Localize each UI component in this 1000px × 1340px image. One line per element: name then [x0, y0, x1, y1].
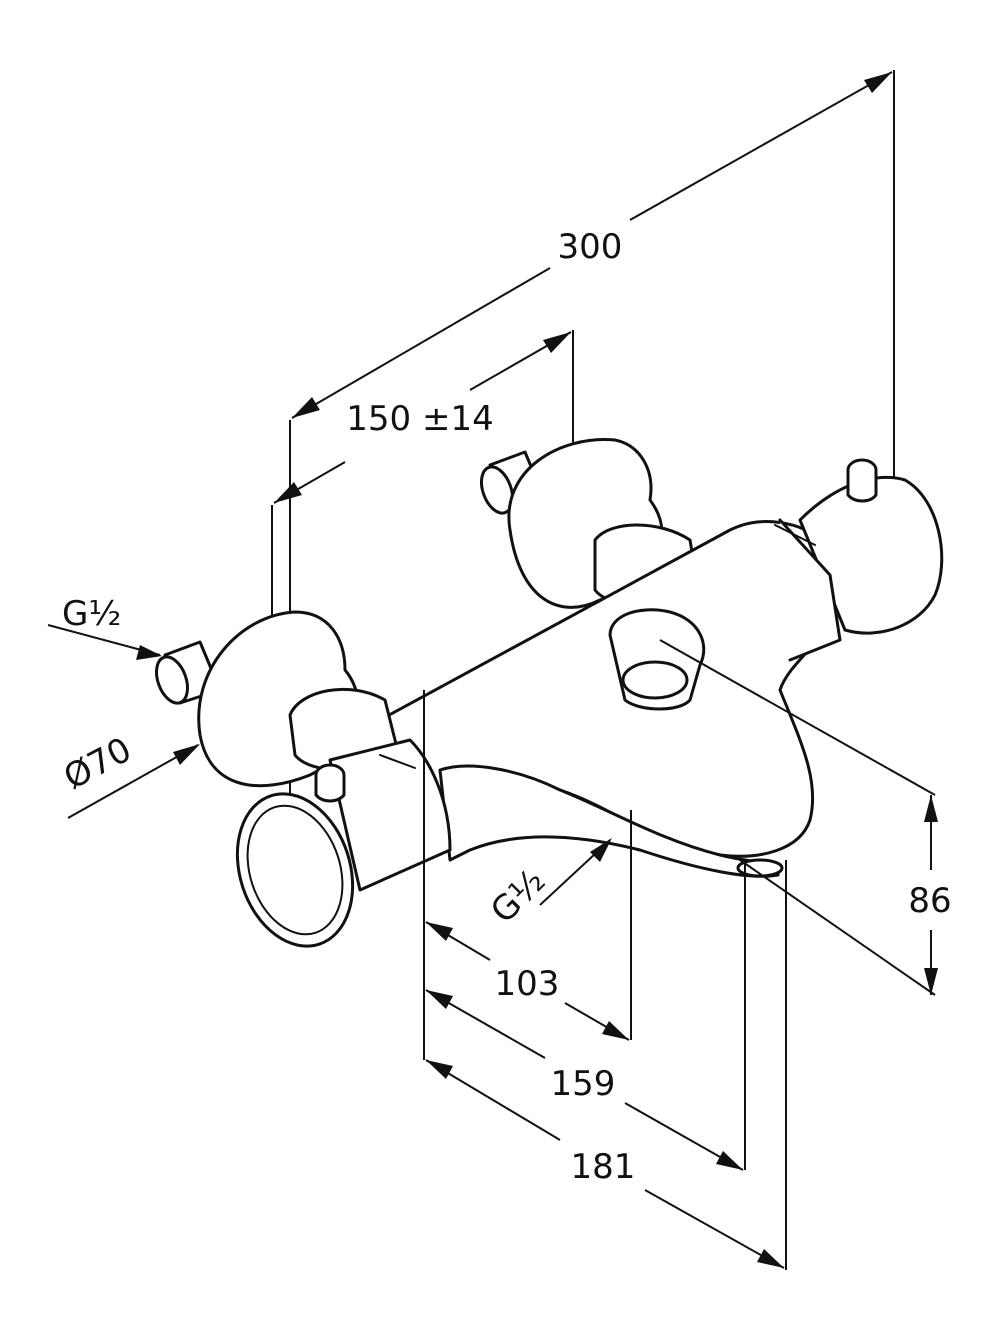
faucet-body	[154, 438, 944, 948]
dim-159: 159	[425, 989, 744, 1171]
left-handle-face	[235, 792, 355, 948]
dim-150: 150 ±14	[271, 330, 574, 620]
label-flange-diameter: Ø70	[57, 730, 138, 798]
label-300: 300	[558, 227, 623, 267]
label-150: 150 ±14	[346, 399, 493, 439]
arrow-300-left	[292, 397, 320, 418]
depth-extension-lines	[423, 690, 787, 1270]
label-inlet-thread: G½	[62, 594, 121, 634]
label-outlet-thread: G½	[483, 861, 553, 931]
label-103: 103	[495, 964, 560, 1004]
dim-86: 86	[659, 639, 952, 996]
dim-181: 181	[425, 1059, 785, 1269]
dim-103: 103	[425, 921, 630, 1041]
arrow-300-right	[864, 72, 892, 93]
label-86: 86	[908, 881, 951, 921]
leader-inlet-thread: G½	[47, 594, 162, 660]
label-181: 181	[571, 1147, 636, 1187]
leader-outlet-thread: G½	[483, 838, 612, 931]
outlet-ring	[736, 858, 784, 878]
arrow-150-left	[274, 482, 302, 503]
arrow-150-right	[543, 332, 571, 353]
left-handle-body	[328, 738, 452, 892]
leader-flange-diameter: Ø70	[57, 730, 200, 819]
label-159: 159	[551, 1064, 616, 1104]
